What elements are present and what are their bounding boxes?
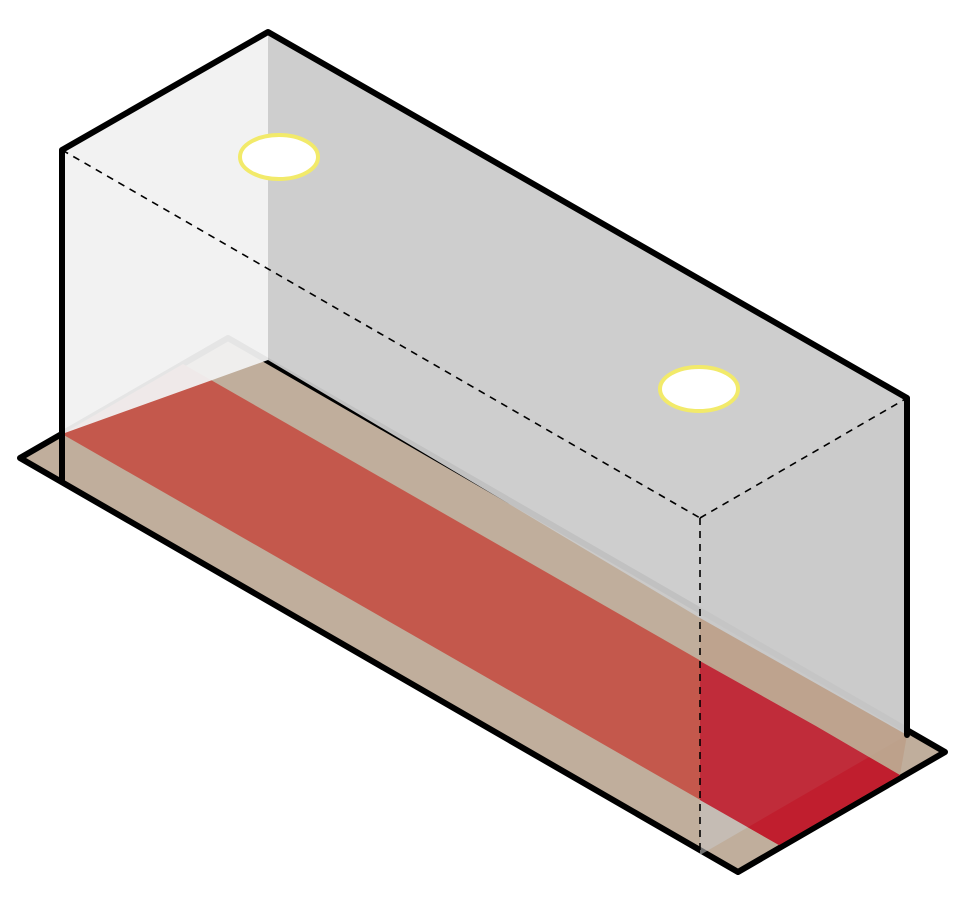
outline-edges: [59, 29, 910, 738]
top-outline: [59, 29, 910, 738]
ceiling-light-icon: [658, 365, 740, 413]
floor-strip-glass-overlay: [700, 618, 907, 775]
ceiling-light-icon: [238, 133, 320, 181]
carpet-runner-glass-overlay: [700, 661, 900, 845]
hidden-edges: [61, 149, 908, 855]
dashed-ceiling-right-edge: [699, 397, 908, 519]
left-end-wall: [62, 32, 268, 434]
carpet-runner: [62, 364, 900, 845]
dashed-ceiling-front-edge: [61, 149, 701, 519]
